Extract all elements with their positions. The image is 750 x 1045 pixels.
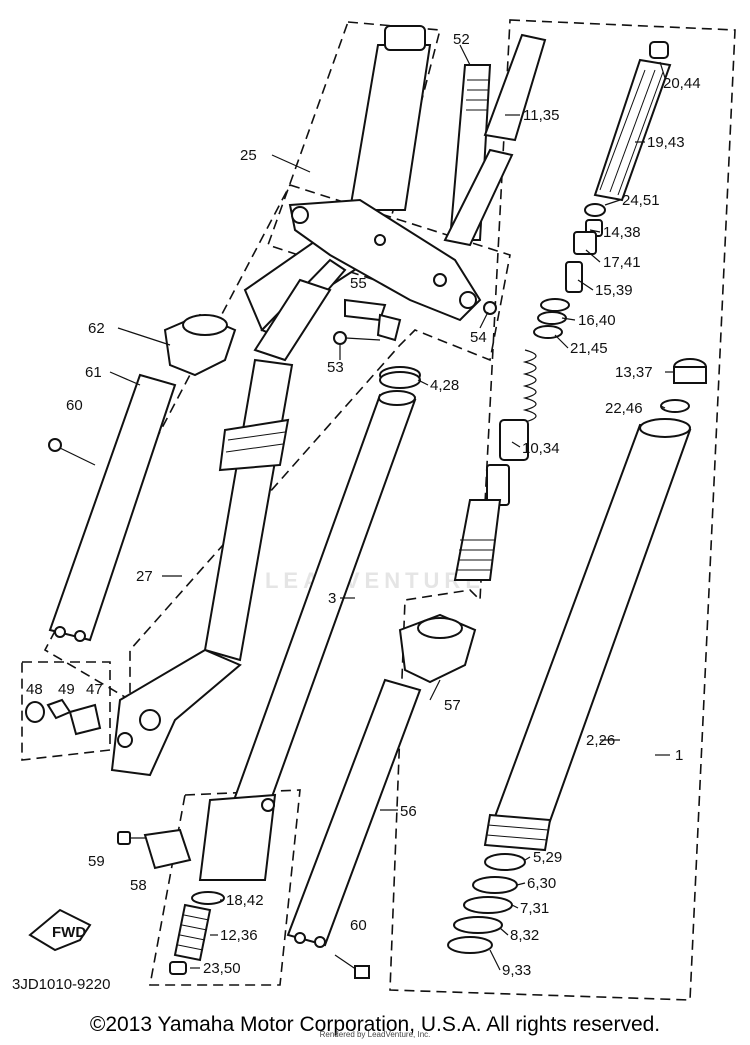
callout: 20,44 (663, 75, 701, 92)
group-outline-lower (149, 789, 301, 986)
bottom-parts-stack (447, 853, 526, 954)
callout: 9,33 (502, 962, 531, 979)
callout: 21,45 (570, 340, 608, 357)
group-outline-1 (389, 19, 736, 1001)
clamp-62 (163, 313, 237, 377)
callout: 59 (88, 853, 105, 870)
leader-lines (109, 44, 674, 971)
bolt-60-upper (48, 438, 96, 466)
o-ring-22-46 (660, 399, 690, 413)
callout: 61 (85, 364, 102, 381)
callout: 13,37 (615, 364, 653, 381)
callout: 52 (453, 31, 470, 48)
oil-seal-4-28 (379, 366, 421, 389)
callout: 14,38 (603, 224, 641, 241)
parts-48-49-47 (25, 698, 102, 736)
callout: 24,51 (622, 192, 660, 209)
callout: 4,28 (430, 377, 459, 394)
callout: 8,32 (510, 927, 539, 944)
clamp-57 (398, 613, 477, 684)
callout: 49 (58, 681, 75, 698)
callout: 47 (86, 681, 103, 698)
callout: 11,35 (523, 107, 559, 124)
callout: 7,31 (520, 900, 549, 917)
callout: 2,26 (586, 732, 615, 749)
callout: 53 (327, 359, 344, 376)
callout: 54 (470, 329, 487, 346)
bracket-55 (344, 298, 402, 342)
boot-12-36 (173, 903, 212, 962)
callout: 57 (444, 697, 461, 714)
callout: 23,50 (203, 960, 241, 977)
callout: 62 (88, 320, 105, 337)
callout: 6,30 (527, 875, 556, 892)
dust-seal-18-42 (191, 891, 225, 905)
callout: 12,36 (220, 927, 258, 944)
callout: 25 (240, 147, 257, 164)
callout: 55 (350, 275, 367, 292)
callout: 16,40 (578, 312, 616, 329)
group-outline-47 (21, 661, 111, 761)
callout: 48 (26, 681, 43, 698)
drawing-number: 3JD1010-9220 (12, 976, 110, 993)
callout: 3 (328, 590, 336, 607)
bolt-60-lower (334, 954, 370, 979)
triple-clamp (288, 198, 482, 322)
cap-bolt-13-37 (673, 358, 707, 384)
callout: 27 (136, 568, 153, 585)
bolt-53 (333, 331, 381, 345)
plug-23-50 (169, 961, 187, 975)
damper-spring-10-34 (453, 349, 537, 581)
callout: 10,34 (522, 440, 560, 457)
bolt-59 (117, 831, 155, 845)
damper-rod-19-43 (593, 41, 672, 202)
fork-guard-56 (286, 678, 422, 948)
callout: 22,46 (605, 400, 643, 417)
callout: 18,42 (226, 892, 264, 909)
fwd-label: FWD (52, 924, 86, 941)
watermark: LEADVENTURE (264, 568, 485, 593)
callout-labels: 52 11,35 20,44 19,43 25 24,51 14,38 17,4… (26, 31, 701, 979)
callout: 17,41 (603, 254, 641, 271)
callout: 15,39 (595, 282, 633, 299)
outer-tube-3 (198, 390, 417, 881)
callout: 58 (130, 877, 147, 894)
bracket-58 (143, 828, 192, 870)
callout: 56 (400, 803, 417, 820)
bolt-54 (483, 301, 497, 315)
rendered-by-note: Rendered by LeadVenture, Inc. (319, 1030, 431, 1039)
group-outline-27 (43, 184, 511, 702)
outer-tube-2-26 (483, 418, 692, 852)
copyright-footer: ©2013 Yamaha Motor Corporation, U.S.A. A… (89, 1013, 661, 1036)
fork-guard-61 (48, 373, 177, 642)
tube-11-35 (443, 33, 547, 247)
callout: 19,43 (647, 134, 685, 151)
callout: 60 (66, 397, 83, 414)
callout: 5,29 (533, 849, 562, 866)
callout: 1 (675, 747, 683, 764)
callout: 60 (350, 917, 367, 934)
inner-tube-27 (110, 278, 332, 777)
forward-arrow-icon: FWD (28, 908, 92, 952)
